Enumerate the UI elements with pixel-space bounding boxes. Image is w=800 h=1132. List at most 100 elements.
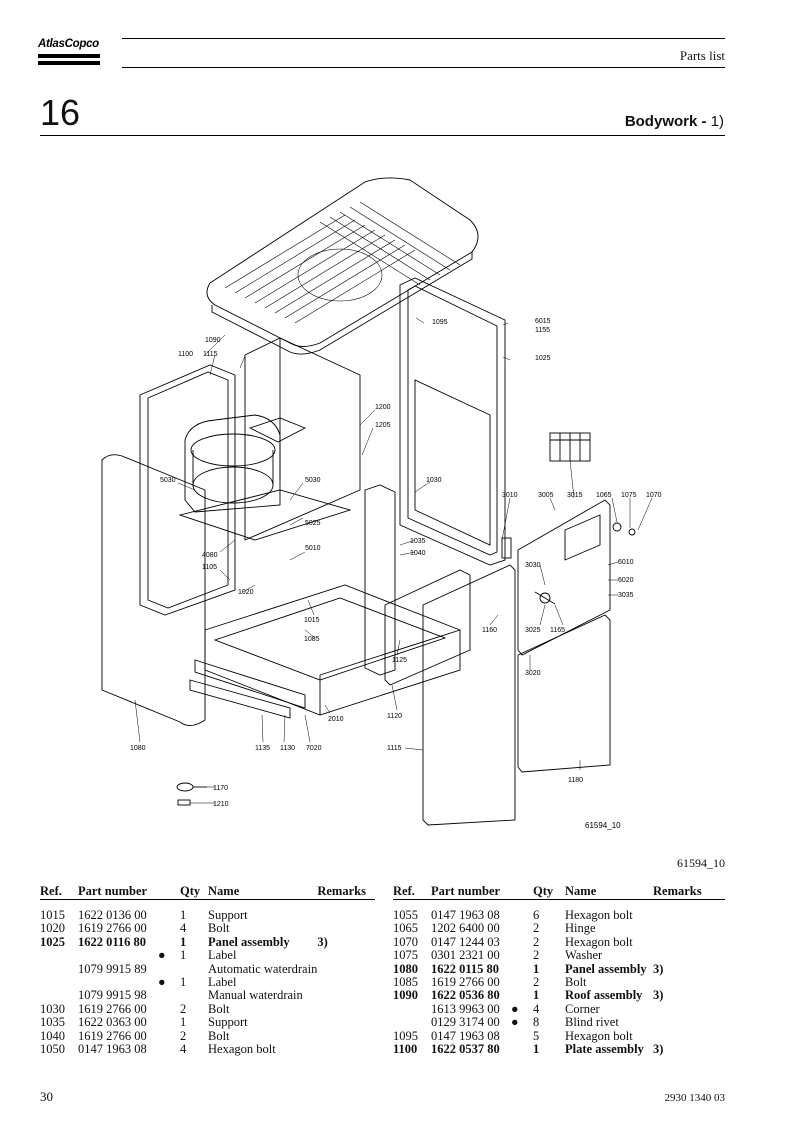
cell-remarks: 3): [653, 961, 664, 976]
cell-ref: 1080: [393, 961, 418, 976]
cell-part-number: 1619 2766 00: [431, 975, 500, 990]
table-header-rule: [40, 899, 375, 900]
section-rule: [40, 135, 725, 136]
cell-remarks: [653, 1016, 713, 1029]
callout: 1065: [596, 492, 612, 499]
cell-bullet: [158, 989, 180, 1002]
cell-bullet: ●: [511, 1015, 519, 1030]
cell-part-number: 0147 1244 03: [431, 934, 500, 949]
callout: 1200: [375, 404, 391, 411]
cell-bullet: [511, 963, 533, 976]
cell-ref: 1025: [40, 934, 65, 949]
cell-part-number: [78, 976, 158, 989]
cell-qty: 1: [180, 975, 187, 990]
cell-remarks: [653, 936, 713, 949]
cell-remarks: [317, 922, 377, 935]
callout: 1025: [535, 355, 551, 362]
cell-qty: 2: [180, 1028, 187, 1043]
callout: 3010: [502, 492, 518, 499]
cell-bullet: [511, 949, 533, 962]
figure-id-inline: 61594_10: [585, 821, 621, 830]
callout: 1155: [535, 327, 550, 334]
page-number: 30: [40, 1089, 53, 1104]
cell-remarks: [653, 909, 713, 922]
callout: 1120: [387, 713, 402, 720]
cell-ref: [40, 963, 78, 976]
cell-remarks: [317, 1016, 377, 1029]
cell-name: Manual waterdrain: [208, 988, 303, 1003]
cell-ref: 1095: [393, 1028, 418, 1043]
cell-ref: 1040: [40, 1028, 65, 1043]
cell-name: Panel assembly: [565, 961, 647, 976]
callout: 1070: [646, 492, 662, 499]
callout: 3025: [525, 627, 541, 634]
cell-qty: 1: [180, 948, 187, 963]
section-title: Bodywork - 1): [625, 113, 724, 130]
cell-name: Hexagon bolt: [565, 908, 633, 922]
table-header-rule: [393, 899, 725, 900]
cell-part-number: 1619 2766 00: [78, 1001, 147, 1016]
callout: 6020: [618, 577, 634, 584]
cell-remarks: [317, 989, 377, 1002]
cell-name: Bolt: [565, 975, 587, 990]
cell-name: Hexagon bolt: [565, 934, 633, 949]
callout: 1035: [410, 538, 426, 545]
cell-part-number: 1613 9963 00: [431, 1001, 500, 1016]
section-number: 16: [40, 92, 81, 133]
callout: 1105: [202, 564, 217, 571]
cell-ref: 1090: [393, 988, 418, 1003]
col-name: Name: [565, 883, 597, 898]
cell-name: Hexagon bolt: [208, 1042, 276, 1057]
cell-remarks: [317, 1003, 377, 1016]
callout: 1135: [255, 745, 270, 752]
col-qty: Qty: [180, 883, 201, 898]
callout: 1125: [392, 657, 407, 664]
cell-qty: 2: [533, 975, 540, 990]
callout: 1115: [203, 351, 218, 358]
callout: 1160: [482, 627, 497, 634]
cell-remarks: 3): [317, 934, 328, 949]
cell-qty: 1: [180, 1015, 187, 1030]
callout: 1020: [238, 589, 254, 596]
exploded-parts-drawing: 1090 1100 1115 1095 6015 1155 1025 1200 …: [101, 177, 662, 830]
cell-remarks: 3): [653, 988, 664, 1003]
cell-part-number: 1622 0116 80: [78, 934, 147, 949]
cell-ref: [393, 1003, 431, 1016]
col-part-number: Part number: [78, 883, 148, 898]
cell-qty: 6: [533, 908, 540, 922]
col-ref: Ref.: [393, 883, 415, 898]
cell-remarks: [653, 1030, 713, 1043]
cell-ref: [393, 1016, 431, 1029]
cell-name: Washer: [565, 948, 603, 963]
callout: 1040: [410, 550, 426, 557]
callout: 1085: [304, 636, 320, 643]
table-header: Ref. Part number Qty Name Remarks: [40, 883, 377, 899]
callout: 1180: [568, 777, 583, 784]
cell-name: Bolt: [208, 921, 230, 936]
cell-remarks: [653, 922, 713, 935]
cell-bullet: [511, 989, 533, 1002]
callout: 5030: [305, 477, 321, 484]
cell-name: Label: [208, 975, 237, 990]
cell-part-number: 1622 0363 00: [78, 1015, 147, 1030]
cell-ref: [40, 976, 78, 989]
cell-bullet: [158, 1030, 180, 1043]
cell-ref: 1075: [393, 948, 418, 963]
cell-name: Plate assembly: [565, 1042, 644, 1057]
cell-part-number: 1619 2766 00: [78, 921, 147, 936]
cell-qty: 5: [533, 1028, 540, 1043]
callout-labels: 1090 1100 1115 1095 6015 1155 1025 1200 …: [130, 318, 662, 830]
col-part-number: Part number: [431, 883, 501, 898]
